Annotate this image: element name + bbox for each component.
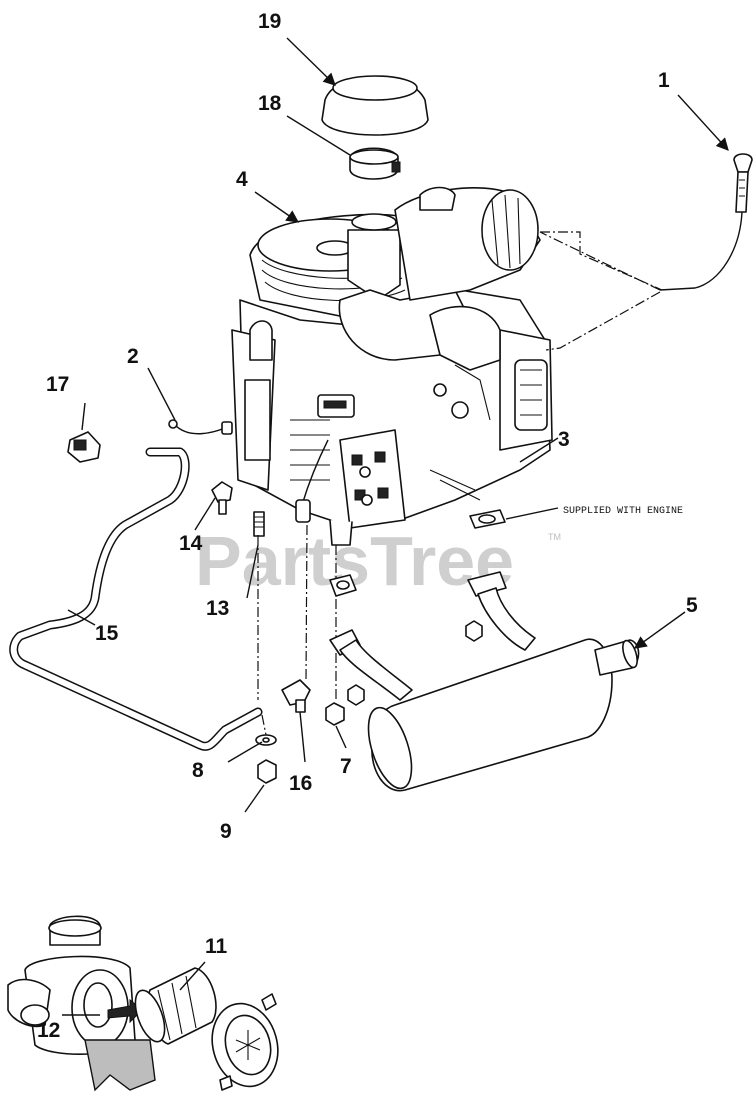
callout-12: 12: [37, 1019, 60, 1042]
ground-wire-part: [168, 419, 233, 435]
choke-cable-line: [659, 211, 743, 291]
air-intake-tube-part: [338, 186, 541, 371]
elbow-fitting-part-16: [281, 679, 311, 713]
nut-part-9: [257, 759, 277, 784]
callout-3: 3: [558, 428, 570, 451]
callout-1: 1: [658, 69, 670, 92]
nut-part-7: [325, 620, 483, 726]
screw-part-14: [211, 481, 233, 515]
callout-5: 5: [686, 594, 698, 617]
callout-13: 13: [206, 597, 229, 620]
callout-9: 9: [220, 820, 232, 843]
callout-numbers: 19 18 4 1 2 17 3 5 14 13 15 8 16 7 9 11 …: [37, 10, 698, 1042]
muffler-part: [329, 571, 640, 792]
hose-clamp-part: [349, 147, 401, 180]
centerline-16: [305, 524, 308, 681]
callout-8: 8: [192, 759, 204, 782]
callout-17: 17: [46, 373, 69, 396]
callout-19: 19: [258, 10, 281, 33]
fuel-line-part: [9, 447, 263, 751]
air-cleaner-cover-part: [321, 75, 429, 136]
cable-route-to-engine-dashed-line: [545, 291, 661, 351]
stud-part-13: [253, 511, 265, 537]
exhaust-gasket-part: [329, 509, 506, 597]
choke-cable-clip-part: [733, 153, 753, 213]
callout-15: 15: [95, 622, 119, 645]
centerline-13-8: [257, 535, 267, 736]
callout-14: 14: [179, 532, 203, 555]
watermark-trademark: TM: [548, 532, 561, 542]
callout-2: 2: [127, 345, 139, 368]
callout-4: 4: [236, 168, 248, 191]
cable-route-dashed-line: [539, 231, 663, 291]
air-cleaner-detail-inset: [7, 915, 279, 1092]
leader-lines: [62, 37, 729, 1016]
supplied-with-engine-note: SUPPLIED WITH ENGINE: [563, 506, 683, 517]
callout-11: 11: [205, 935, 228, 958]
callout-16: 16: [289, 772, 312, 795]
spark-plug-boot-part: [67, 431, 101, 463]
callout-7: 7: [340, 755, 352, 778]
callout-18: 18: [258, 92, 282, 115]
